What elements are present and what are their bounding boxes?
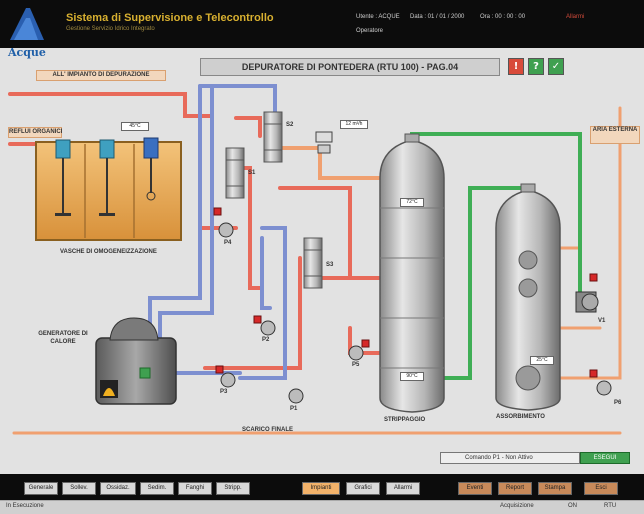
pump-p3-icon <box>220 372 236 388</box>
mixer-1-icon <box>55 139 71 216</box>
nav-fanghi[interactable]: Fanghi <box>178 482 212 495</box>
stripping-tower <box>379 133 445 413</box>
status-p6-icon <box>589 369 598 378</box>
pump-p4-icon <box>218 222 234 238</box>
status-bar <box>0 500 644 514</box>
mixer-2-icon <box>99 139 115 216</box>
temp-reading-1: 45°C <box>121 122 149 131</box>
label-stripping: STRIPPAGGIO <box>384 417 426 423</box>
label-p2: P2 <box>262 337 270 343</box>
alarm-button[interactable]: ! <box>508 58 524 75</box>
exchanger-s2 <box>263 111 283 163</box>
pump-p6-icon <box>596 380 612 396</box>
pump-p1-icon <box>288 388 304 404</box>
label-p6: P6 <box>614 400 622 406</box>
status-rtu: RTU <box>604 503 617 509</box>
header-bar: Sistema di Supervisione e Telecontrollo … <box>0 0 644 48</box>
label-s2: S2 <box>286 122 294 128</box>
temp-reading-4: 25°C <box>530 356 554 365</box>
pipe-hot-inlet <box>8 92 212 118</box>
label-treatment-plant: ALL' IMPIANTO DI DEPURAZIONE <box>36 70 166 81</box>
blower-v1-icon <box>575 291 599 313</box>
label-p4: P4 <box>224 240 232 246</box>
label-p1: P1 <box>290 406 298 412</box>
nav-allarmi[interactable]: Allarmi <box>386 482 420 495</box>
label-outflow: SCARICO FINALE <box>242 427 293 433</box>
temp-reading-2: 72°C <box>400 198 424 207</box>
heat-generator <box>95 317 177 405</box>
status-left: In Esecuzione <box>6 503 44 509</box>
nav-sollev[interactable]: Sollev. <box>62 482 96 495</box>
status-acquisition: Acquisizione <box>500 503 534 509</box>
nav-grafici[interactable]: Grafici <box>346 482 380 495</box>
nav-report[interactable]: Report <box>498 482 532 495</box>
nav-eventi[interactable]: Eventi <box>458 482 492 495</box>
pump-p2-icon <box>260 320 276 336</box>
plant-diagram <box>8 84 622 435</box>
label-absorption: ASSORBIMENTO <box>496 414 545 420</box>
label-v1: V1 <box>598 318 606 324</box>
company-logo-icon <box>10 8 44 40</box>
confirm-button[interactable]: ✓ <box>548 58 564 75</box>
label-s3: S3 <box>326 262 334 268</box>
label-p5: P5 <box>352 362 360 368</box>
status-p2-icon <box>253 315 262 324</box>
nav-esci[interactable]: Esci <box>584 482 618 495</box>
label-s1: S1 <box>248 170 256 176</box>
time-info: Ora : 00 : 00 : 00 <box>480 14 526 20</box>
date-info: Data : 01 / 01 / 2000 <box>410 14 465 20</box>
pump-p5-icon <box>348 345 364 361</box>
user-info: Utente : ACQUE <box>356 14 400 20</box>
system-subtitle: Gestione Servizio Idrico Integrato <box>66 26 155 32</box>
page-title: DEPURATORE DI PONTEDERA (RTU 100) - PAG.… <box>200 58 500 76</box>
status-p3-icon <box>215 365 224 374</box>
nav-stampa[interactable]: Stampa <box>538 482 572 495</box>
label-external-air: ARIA ESTERNA <box>590 126 640 144</box>
flow-meter-icon <box>315 131 333 154</box>
label-reflux: REFLUI ORGANICI <box>8 127 62 138</box>
flow-reading: 12 m³/h <box>340 120 368 129</box>
nav-ossidaz[interactable]: Ossidaz. <box>100 482 136 495</box>
logo-text: Acque <box>8 46 46 59</box>
temp-reading-3: 90°C <box>400 372 424 381</box>
nav-generale[interactable]: Generale <box>24 482 58 495</box>
absorption-tower <box>495 183 561 411</box>
label-homogenization: VASCHE DI OMOGENEIZZAZIONE <box>60 249 157 255</box>
exchanger-s1 <box>225 147 245 199</box>
mixer-3-icon <box>143 137 159 201</box>
command-field[interactable]: Comando P1 - Non Attivo <box>440 452 580 464</box>
status-p5-icon <box>361 339 370 348</box>
help-button[interactable]: ? <box>528 58 544 75</box>
operator-info: Operatore <box>356 28 384 34</box>
nav-impianti[interactable]: Impianti <box>302 482 340 495</box>
execute-button[interactable]: ESEGUI <box>580 452 630 464</box>
status-v1-icon <box>589 273 598 282</box>
nav-stripp[interactable]: Stripp. <box>216 482 250 495</box>
status-p4-icon <box>213 207 222 216</box>
label-generator: GENERATORE DI CALORE <box>38 331 88 345</box>
status-on: ON <box>568 503 577 509</box>
alarm-indicator[interactable]: Allarmi <box>566 14 585 20</box>
system-title: Sistema di Supervisione e Telecontrollo <box>66 12 274 24</box>
exchanger-s3 <box>303 237 323 289</box>
label-p3: P3 <box>220 389 228 395</box>
nav-sedim[interactable]: Sedim. <box>140 482 174 495</box>
pipe-green-mid <box>438 186 527 380</box>
